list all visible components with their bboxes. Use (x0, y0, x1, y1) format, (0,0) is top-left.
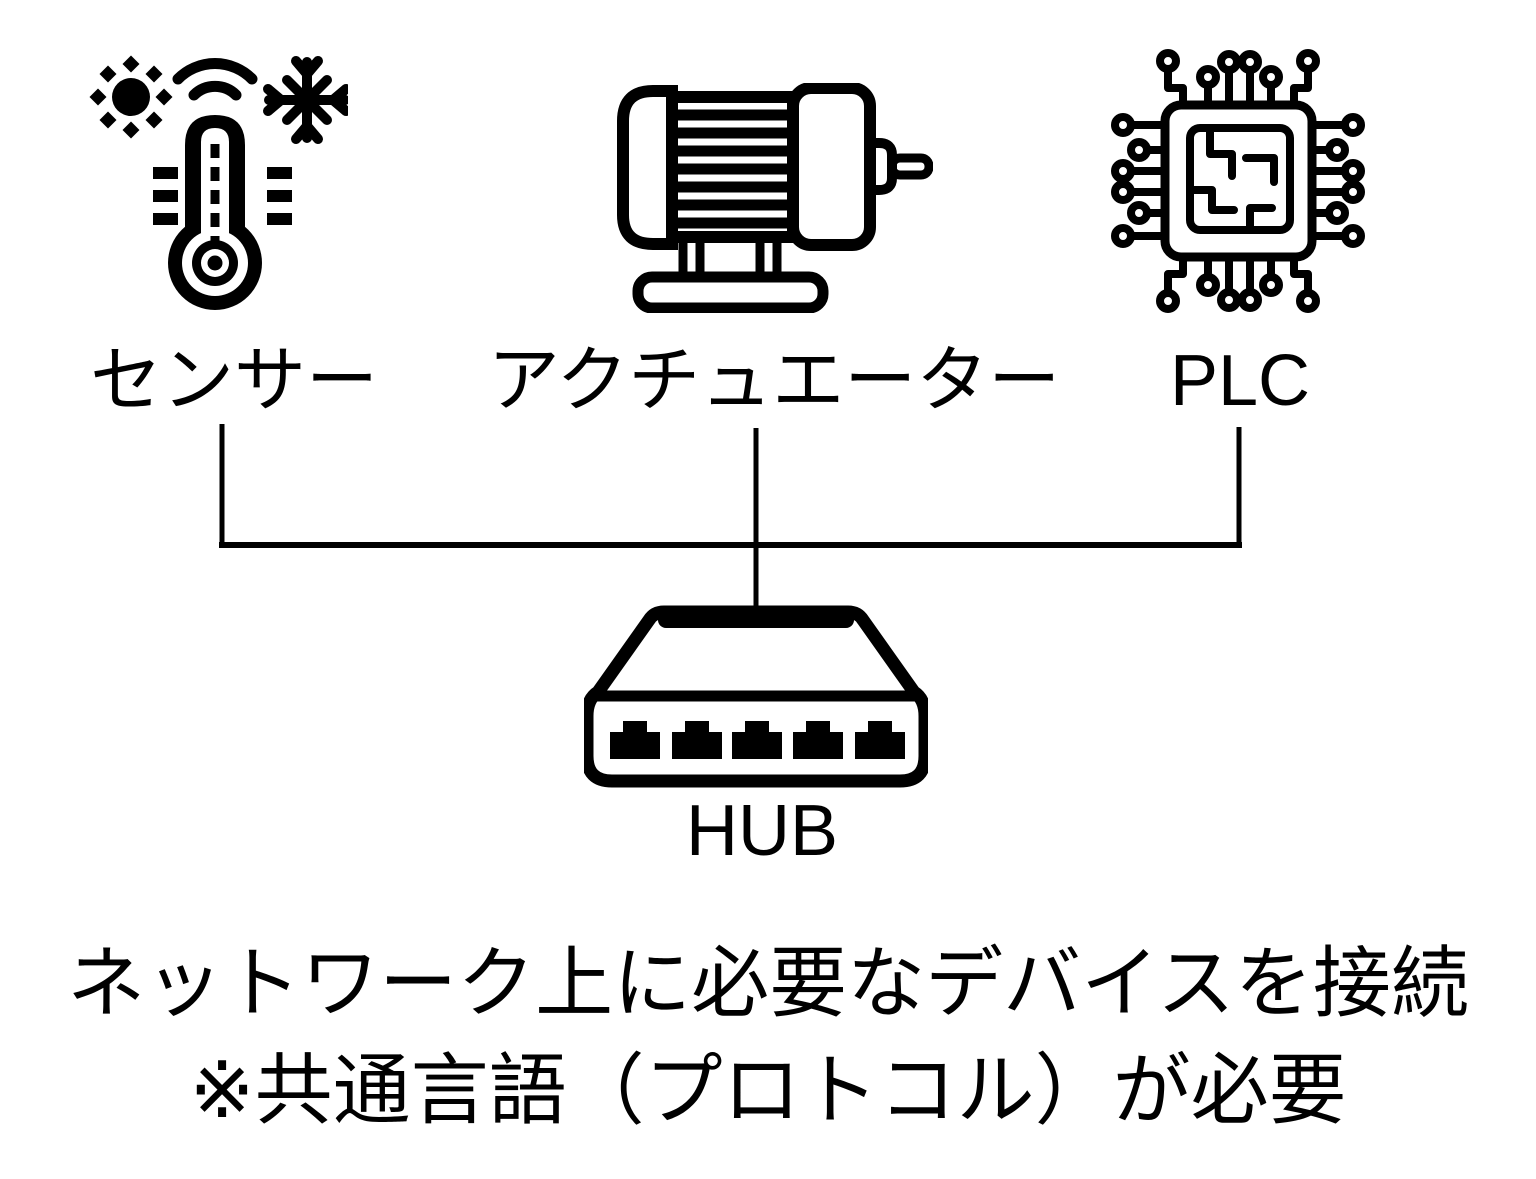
hub-device (584, 602, 928, 788)
device-actuator-label: アクチュエーター (487, 341, 1061, 421)
temperature-sensor-icon (89, 55, 348, 310)
network-hub-icon (584, 605, 928, 788)
caption-line-2: ※共通言語（プロトコル）が必要 (189, 1046, 1347, 1134)
device-sensor (88, 52, 348, 312)
hub-label: HUB (685, 791, 839, 871)
plc-chip-icon (1111, 49, 1365, 313)
device-sensor-label: センサー (89, 341, 379, 421)
device-plc-label: PLC (1169, 341, 1311, 421)
device-actuator (613, 83, 933, 313)
caption-line-1: ネットワーク上に必要なデバイスを接続 (67, 939, 1469, 1027)
hub-ports (610, 721, 905, 759)
motor-actuator-icon (617, 83, 933, 313)
device-plc (1098, 40, 1378, 320)
